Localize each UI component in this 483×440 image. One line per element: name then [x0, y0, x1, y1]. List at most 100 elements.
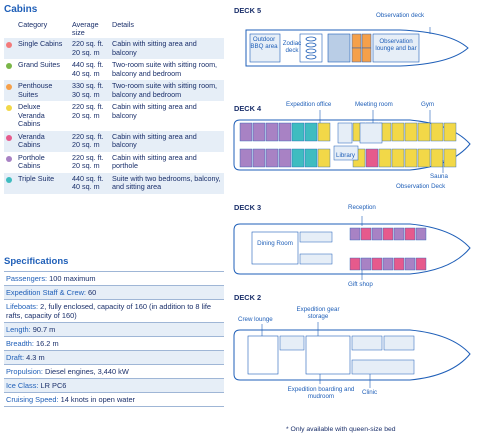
deck3-cabin: [382, 257, 394, 271]
header-size: Average size: [72, 20, 99, 37]
label-observation-deck-5: Observation deck: [376, 12, 425, 19]
cabin-428: [430, 148, 444, 168]
cabin-429: [443, 122, 457, 142]
cabins-table: Category Average size Details Single Cab…: [4, 20, 224, 194]
spec-label: Breadth:: [6, 339, 34, 348]
cabin-425: [417, 122, 431, 142]
label-sauna: Sauna: [430, 173, 448, 180]
cabin-403: [252, 122, 266, 142]
cabin-color-dot: [6, 176, 12, 183]
spec-label: Cruising Speed:: [6, 395, 59, 404]
cabin-423: [404, 122, 418, 142]
cabin-402: [239, 148, 253, 168]
cabin-410: [291, 148, 305, 168]
spec-value: 100 maximum: [49, 274, 96, 283]
cabin-426: [417, 148, 431, 168]
cabin-411: [304, 122, 318, 142]
spec-label: Passengers:: [6, 274, 48, 283]
spec-row: Breadth: 16.2 m: [4, 336, 224, 350]
cabin-418: [365, 148, 379, 168]
cabin-details: Suite with two bedrooms, balcony, and si…: [110, 172, 224, 194]
deck5-label: DECK 5: [234, 6, 262, 15]
spec-label: Draft:: [6, 353, 25, 362]
cabin-details: Cabin with sitting area and balcony: [110, 101, 224, 131]
cabin-427: [430, 122, 444, 142]
label-dining-room: Dining Room: [257, 240, 293, 247]
cabin-color-dot: [6, 84, 12, 90]
deck3-cabin: [360, 227, 372, 241]
spec-value: 90.7 m: [32, 325, 56, 334]
deck3-cabin: [393, 227, 405, 241]
cabin-category: Triple Suite: [16, 172, 70, 194]
label-gym: Gym: [421, 101, 435, 108]
cabin-504: [361, 47, 372, 63]
deck3-cabin: [415, 227, 427, 241]
deck5-plan: [245, 27, 469, 67]
cabin-color-dot: [6, 105, 12, 111]
cabin-category: Porthole Cabins: [16, 151, 70, 173]
deck3-plan: [233, 216, 471, 280]
spec-row: Expedition Staff & Crew: 60: [4, 285, 224, 299]
spec-value: 16.2 m: [36, 339, 59, 348]
spec-row: Lifeboats: 2, fully enclosed, capacity o…: [4, 299, 224, 322]
footnote: * Only available with queen-size bed: [286, 426, 396, 433]
cabin-details: Two-room suite with sitting room, balcon…: [110, 80, 224, 101]
spec-row: Draft: 4.3 m: [4, 350, 224, 364]
cabin-424: [404, 148, 418, 168]
spec-label: Ice Class:: [6, 381, 39, 390]
spec-row: Passengers: 100 maximum: [4, 271, 224, 285]
label-zodiac-deck: Zodiac deck: [282, 40, 302, 54]
label-meeting-room: Meeting room: [355, 101, 393, 108]
label-clinic: Clinic: [362, 389, 378, 396]
deck2-plan: [233, 322, 471, 388]
label-crew-lounge: Crew lounge: [238, 316, 273, 323]
cabin-409: [291, 122, 305, 142]
cabin-category: Single Cabins: [16, 38, 70, 59]
cabin-404: [252, 148, 266, 168]
cabin-color-dot: [6, 63, 12, 69]
cabin-size: 220 sq. ft. 20 sq. m: [70, 130, 110, 152]
spec-row: Cruising Speed: 14 knots in open water: [4, 392, 224, 407]
spec-label: Lifeboats:: [6, 302, 39, 311]
cabin-details: Cabin with sitting area and balcony: [110, 130, 224, 152]
spec-value: 14 knots in open water: [60, 395, 136, 404]
deck3-cabin: [415, 257, 427, 271]
deck3-cabin: [382, 227, 394, 241]
header-category: Category: [18, 20, 48, 29]
cabin-details: Two-room suite with sitting room, balcon…: [110, 59, 224, 80]
cabin-408: [278, 148, 292, 168]
label-observation-deck-4: Observation Deck: [396, 183, 446, 190]
cabin-size: 440 sq. ft. 40 sq. m: [70, 59, 110, 80]
cabin-406: [265, 148, 279, 168]
spec-row: Ice Class: LR PC6: [4, 378, 224, 392]
deck3-cabin: [360, 257, 372, 271]
spec-label: Length:: [6, 325, 31, 334]
deck3-label: DECK 3: [234, 203, 262, 212]
deck3-cabin: [404, 227, 416, 241]
spec-row: Propulsion: Diesel engines, 3,440 kW: [4, 364, 224, 378]
cabin-color-dot: [6, 42, 12, 48]
cabin-color-dot: [6, 155, 12, 162]
cabin-details: Cabin with sitting area and balcony: [110, 38, 224, 59]
deck4-label: DECK 4: [234, 104, 262, 113]
spec-value: LR PC6: [40, 381, 67, 390]
cabin-407: [278, 122, 292, 142]
cabin-501: [351, 33, 362, 49]
cabin-413: [317, 122, 331, 142]
cabin-size: 440 sq. ft. 40 sq. m: [70, 172, 110, 194]
deck3-cabin: [371, 227, 383, 241]
deck3-cabin: [349, 227, 361, 241]
cabin-414: [317, 148, 331, 168]
cabin-color-dot: [6, 134, 12, 141]
cabin-405: [265, 122, 279, 142]
label-reception: Reception: [348, 204, 376, 211]
deck3-cabin: [349, 257, 361, 271]
spec-value: Diesel engines, 3,440 kW: [45, 367, 129, 376]
